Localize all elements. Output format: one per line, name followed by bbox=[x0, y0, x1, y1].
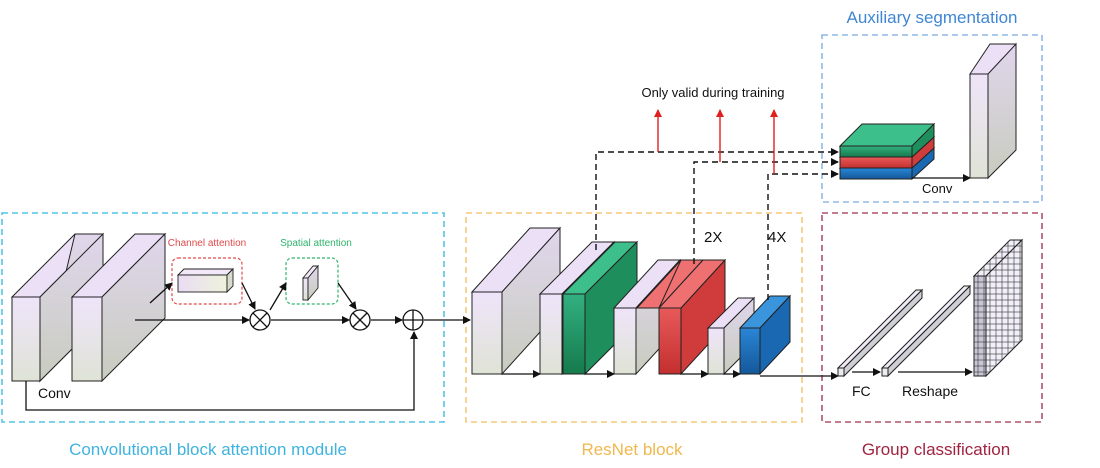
spatial-attention-map bbox=[302, 264, 319, 302]
channel-attention-label: Channel attention bbox=[168, 238, 246, 249]
aux-seg-title: Auxiliary segmentation bbox=[846, 8, 1017, 27]
cbam-module-box bbox=[1, 212, 445, 423]
cbam-conv-label: Conv bbox=[38, 385, 71, 401]
aux-dashed-connections bbox=[595, 148, 839, 300]
channel-attention-vector bbox=[176, 267, 235, 294]
cbam-conv-block bbox=[70, 232, 167, 383]
training-only-arrows bbox=[654, 109, 778, 174]
cbam-flow-lines bbox=[25, 282, 471, 411]
group-output-grid bbox=[972, 238, 1024, 378]
fc-vector-1 bbox=[836, 288, 924, 378]
reshape-label: Reshape bbox=[902, 383, 958, 399]
resnet-stage1-green-block bbox=[561, 240, 639, 376]
multiply-icon bbox=[249, 309, 271, 331]
resnet-flow-lines bbox=[502, 370, 839, 380]
group-cls-module-box bbox=[821, 212, 1043, 423]
fc-label: FC bbox=[852, 383, 871, 399]
resnet-title: ResNet block bbox=[581, 440, 683, 459]
scale-2x-label: 2X bbox=[704, 229, 722, 246]
aux-seg-module-box bbox=[821, 34, 1043, 203]
only-valid-label: Only valid during training bbox=[641, 85, 784, 100]
add-icon bbox=[402, 309, 424, 331]
spatial-attention-label: Spatial attention bbox=[280, 238, 352, 249]
scale-4x-label: 4X bbox=[768, 229, 786, 246]
aux-output-map bbox=[969, 42, 1017, 180]
resnet-input-block bbox=[470, 226, 562, 376]
cbam-title: Convolutional block attention module bbox=[69, 440, 347, 459]
group-cls-title: Group classification bbox=[862, 440, 1010, 459]
resnet-stage3-block bbox=[706, 296, 756, 376]
fc-vector-2 bbox=[880, 284, 972, 378]
multiply-icon bbox=[349, 309, 371, 331]
resnet-stage3-blue-block bbox=[738, 294, 792, 376]
aux-stacked-feature-block bbox=[838, 122, 936, 181]
aux-conv-label: Conv bbox=[922, 181, 953, 196]
resnet-stage2-red-block bbox=[635, 258, 727, 376]
spatial-attention-box bbox=[285, 257, 339, 305]
